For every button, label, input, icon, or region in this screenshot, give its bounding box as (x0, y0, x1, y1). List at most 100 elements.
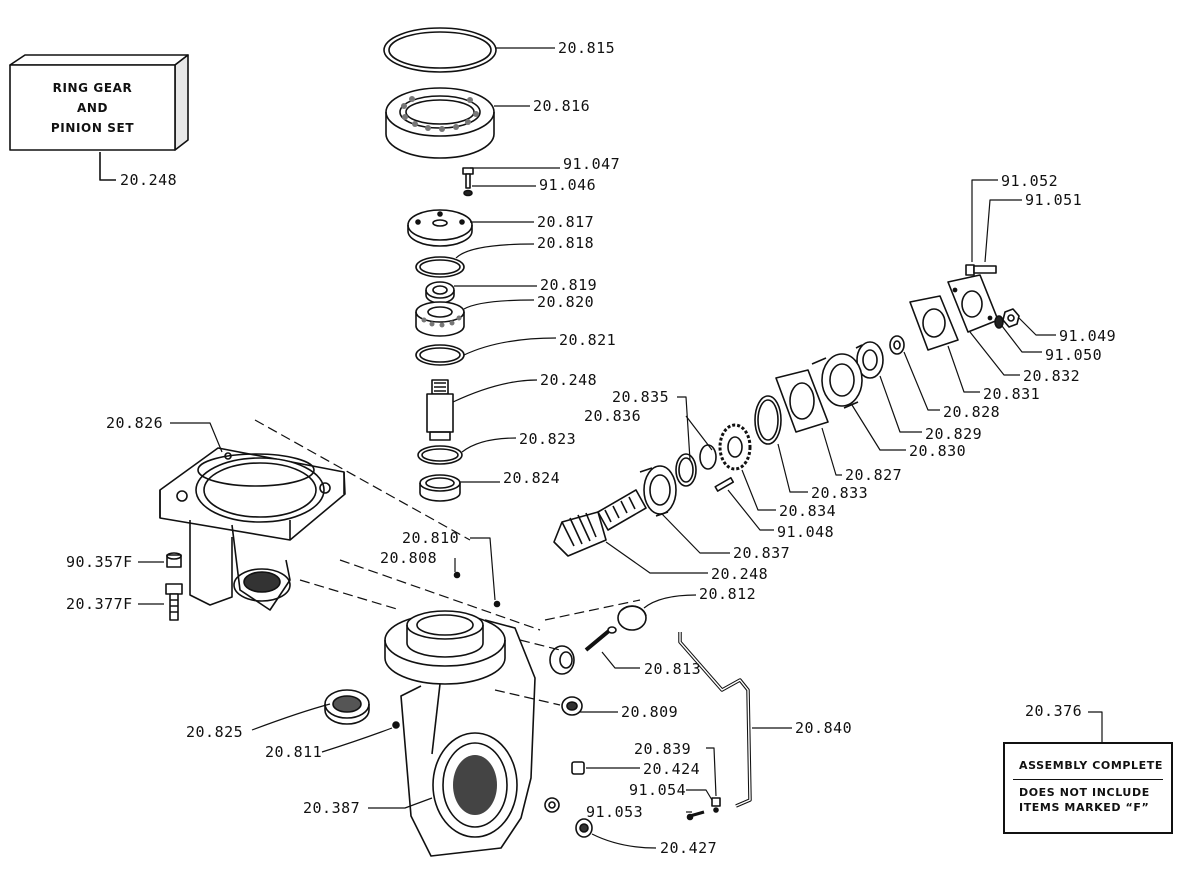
part-label: 20.831 (983, 385, 1041, 403)
part-label: 20.427 (660, 839, 718, 857)
part-label: 20.816 (533, 97, 591, 115)
bolt-91051 (965, 264, 997, 276)
part-label: 91.048 (777, 523, 835, 541)
pinion-gear-20248 (553, 489, 647, 557)
gasket-20827 (775, 369, 829, 433)
plug-20424 (571, 761, 585, 775)
part-label: 20.830 (909, 442, 967, 460)
assembly-note-line-1: DOES NOT INCLUDE (1019, 786, 1150, 799)
part-label: 20.829 (925, 425, 983, 443)
part-label: 20.815 (558, 39, 616, 57)
part-label: 91.047 (563, 155, 621, 173)
bearing-20825 (324, 689, 370, 725)
plug-20427 (575, 818, 593, 838)
cover-plate-20832 (947, 274, 999, 333)
washer-91050 (994, 315, 1004, 329)
assembly-part-number: 20.376 (1025, 702, 1083, 720)
fitting-90357F (166, 552, 182, 568)
o-ring-20823 (417, 445, 463, 465)
assembly-title: ASSEMBLY COMPLETE (1019, 759, 1163, 772)
o-ring-20818 (415, 256, 465, 278)
housing-20826 (159, 447, 346, 611)
part-label: 91.051 (1025, 191, 1083, 209)
part-label: 91.049 (1059, 327, 1117, 345)
gear-20834 (718, 423, 752, 471)
key-91048 (714, 476, 735, 492)
ring-gear-part-number: 20.248 (120, 171, 178, 189)
pin-20810 (493, 600, 501, 608)
cap-20812 (617, 605, 647, 631)
plug-20809 (561, 696, 583, 716)
part-label: 20.824 (503, 469, 561, 487)
assembly-note-line-2: ITEMS MARKED “F” (1019, 801, 1150, 814)
part-label: 20.812 (699, 585, 757, 603)
nut-91049 (1002, 308, 1020, 328)
part-label: 91.050 (1045, 346, 1103, 364)
part-label: 20.377F (66, 595, 133, 613)
bearing-20829 (853, 341, 884, 379)
o-ring-20821 (415, 344, 465, 366)
part-label: 20.823 (519, 430, 577, 448)
pinion-shaft-20248 (426, 379, 454, 441)
screw-20813 (584, 626, 617, 652)
bushing-left (549, 645, 575, 675)
part-label: 20.820 (537, 293, 595, 311)
part-label: 20.835 (612, 388, 670, 406)
part-label: 20.809 (621, 703, 679, 721)
bearing-race-20824 (419, 474, 461, 502)
part-label: 20.818 (537, 234, 595, 252)
fitting-91053 (686, 810, 705, 821)
part-label: 20.813 (644, 660, 702, 678)
part-label: 20.836 (584, 407, 642, 425)
part-label: 20.827 (845, 466, 903, 484)
bearing-20816 (385, 87, 495, 159)
part-label: 91.046 (539, 176, 597, 194)
assembly-divider (1013, 779, 1163, 780)
part-label: 20.821 (559, 331, 617, 349)
part-label: 20.819 (540, 276, 598, 294)
part-label: 91.052 (1001, 172, 1059, 190)
snap-ring-20833 (754, 395, 782, 445)
phantom-line-left (254, 419, 541, 631)
bearing-20820 (415, 301, 465, 337)
housing-20830 (811, 353, 863, 409)
part-label: 20.833 (811, 484, 869, 502)
leader-lines (138, 47, 1103, 849)
ring-gear-line-1: RING GEAR (52, 80, 133, 95)
bolt-20377F (165, 583, 183, 621)
part-label: 91.053 (586, 803, 644, 821)
ring-gear-box: RING GEAR AND PINION SET (12, 67, 173, 148)
ring-gear-line-3: PINION SET (50, 120, 135, 135)
part-label: 20.834 (779, 502, 837, 520)
snap-ring-20815 (383, 27, 497, 73)
part-label: 20.811 (265, 743, 323, 761)
part-label: 20.424 (643, 760, 701, 778)
part-label: 20.808 (380, 549, 438, 567)
bearing-20837 (639, 465, 677, 517)
fitting-91054 (711, 797, 721, 813)
phantom-line-right (494, 599, 641, 706)
ring-gear-box-outline (9, 54, 189, 181)
part-label: 20.840 (795, 719, 853, 737)
spacer-20835 (675, 453, 697, 487)
retainer-plate-20817 (407, 209, 473, 247)
part-label: 20.248 (540, 371, 598, 389)
part-label: 90.357F (66, 553, 133, 571)
part-label: 20.817 (537, 213, 595, 231)
seal-20828 (889, 335, 905, 355)
bolt-91047 (462, 167, 474, 197)
part-label: 20.839 (634, 740, 692, 758)
part-label: 20.828 (943, 403, 1001, 421)
part-label: 20.248 (711, 565, 769, 583)
part-label: 20.387 (303, 799, 361, 817)
assembly-complete-box: ASSEMBLY COMPLETE DOES NOT INCLUDE ITEMS… (1003, 742, 1173, 834)
part-label: 20.837 (733, 544, 791, 562)
snap-ring-20836 (699, 444, 717, 470)
part-label: 20.832 (1023, 367, 1081, 385)
seal-20819 (425, 281, 455, 304)
gasket-20831 (909, 295, 959, 351)
plug-20811 (392, 721, 400, 729)
part-label: 91.054 (629, 781, 687, 799)
pin-20808 (453, 571, 461, 579)
